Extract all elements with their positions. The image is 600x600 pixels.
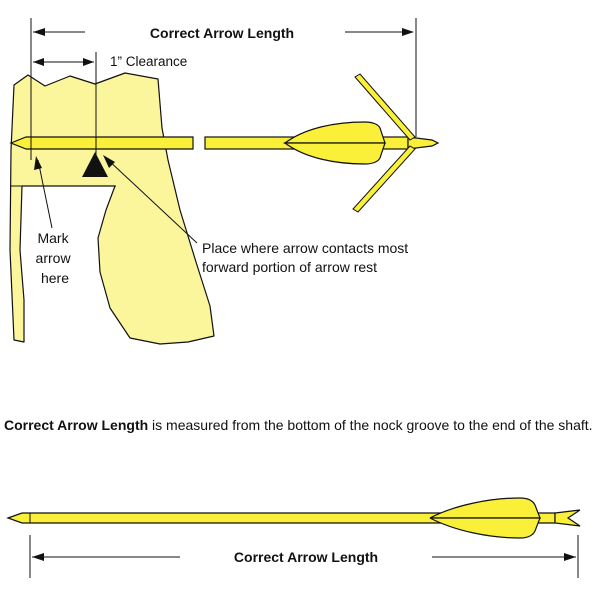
- description-rest: is measured from the bottom of the nock …: [148, 417, 593, 433]
- mark-leader-arrowhead-icon: [34, 156, 42, 170]
- arrow-nock: [407, 136, 440, 150]
- contact-label-line-2: forward portion of arrow rest: [202, 259, 377, 275]
- bowstring-lower: [352, 145, 416, 213]
- description-paragraph: Correct Arrow Length is measured from th…: [4, 416, 596, 435]
- contact-label-line-1: Place where arrow contacts most: [202, 240, 408, 256]
- arrow-fletching-lower: [283, 142, 386, 165]
- contact-label: Place where arrow contacts most forward …: [202, 240, 412, 275]
- description-bold: Correct Arrow Length: [4, 417, 149, 433]
- bottom-arrow-fletching: [429, 497, 541, 519]
- bottom-arrow-nock: [554, 509, 581, 527]
- bottom-arrowhead-right-icon: [564, 553, 576, 561]
- arrow-fletching: [283, 121, 386, 144]
- arrow-shaft-front: [9, 136, 194, 150]
- clearance-arrowhead-left-icon: [33, 58, 44, 66]
- bow-riser-shape: [9, 72, 215, 345]
- mark-leader-line: [37, 159, 53, 229]
- mark-label-line-1: Mark: [37, 230, 69, 246]
- contact-leader-line: [105, 157, 198, 244]
- mark-label: Mark arrow here: [36, 230, 75, 286]
- arrowhead-right-icon: [402, 28, 414, 36]
- bottom-arrowhead-left-icon: [32, 553, 44, 561]
- top-correct-length-label: Correct Arrow Length: [150, 25, 294, 41]
- contact-leader-arrowhead-icon: [103, 155, 115, 168]
- mark-label-line-2: arrow: [36, 250, 72, 266]
- bowstring-upper: [354, 73, 416, 141]
- bottom-correct-length-label: Correct Arrow Length: [234, 549, 378, 565]
- arrowhead-left-icon: [33, 28, 45, 36]
- mark-label-line-3: here: [41, 270, 69, 286]
- bottom-arrow-fletching-lower: [429, 517, 541, 539]
- clearance-label: 1” Clearance: [110, 54, 187, 69]
- arrow-rest-icon: [82, 152, 108, 177]
- clearance-arrowhead-right-icon: [83, 58, 94, 66]
